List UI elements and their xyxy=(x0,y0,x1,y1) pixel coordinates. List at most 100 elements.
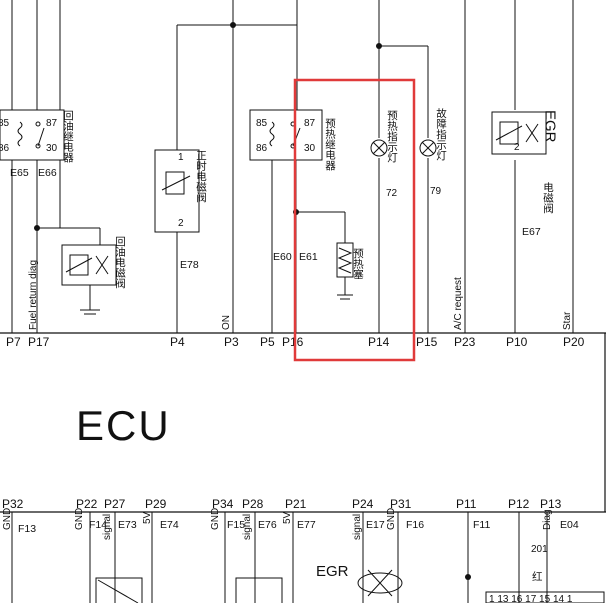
preheat-lamp xyxy=(370,139,388,157)
connector-box xyxy=(485,591,605,603)
label-signal-3: signal xyxy=(352,514,363,540)
pin-p10: P10 xyxy=(506,335,528,349)
fan-ellipse xyxy=(357,572,403,594)
highlight-box xyxy=(293,78,416,362)
conn-e67: E67 xyxy=(522,226,541,238)
conn-e76: E76 xyxy=(258,519,277,531)
junction-dot xyxy=(465,574,471,580)
label-gnd-3: GND xyxy=(210,508,221,530)
relay-left-pin85: 85 xyxy=(0,118,10,129)
label-fuel-return-diag: Fuel return diag xyxy=(28,260,39,330)
pin-p14: P14 xyxy=(368,335,390,349)
conn-f15: F15 xyxy=(227,519,245,531)
ecu-label: ECU xyxy=(76,402,171,449)
pin-p5: P5 xyxy=(260,335,275,349)
relay-left-pin30: 30 xyxy=(46,143,58,154)
pin-p23: P23 xyxy=(454,335,476,349)
label-signal-1: signal xyxy=(102,514,113,540)
relay-mid-pin87: 87 xyxy=(304,118,316,129)
relay-left: 85 86 87 30 xyxy=(0,109,65,161)
relay-left-pin87: 87 xyxy=(46,118,58,129)
ecu-box xyxy=(0,332,606,513)
pin-p28: P28 xyxy=(242,497,264,511)
fan-symbol xyxy=(367,569,393,597)
preheat-plug xyxy=(336,242,354,300)
label-hong: 红 xyxy=(532,570,543,583)
pin-p7: P7 xyxy=(6,335,21,349)
conn-e04: E04 xyxy=(560,519,579,531)
conn-e61: E61 xyxy=(299,251,318,263)
fault-lamp-label: 故障指示灯 xyxy=(435,107,447,161)
conn-e78: E78 xyxy=(180,259,199,271)
junction-dot xyxy=(376,43,382,49)
label-diag: Diag xyxy=(542,509,553,530)
coil-pin-2: 2 xyxy=(178,218,184,229)
preheat-plug-label: 预热塞 xyxy=(352,248,364,280)
pin-p34: P34 xyxy=(212,497,234,511)
conn-e65: E65 xyxy=(10,167,29,179)
pin-p22: P22 xyxy=(76,497,98,511)
relay-mid: 85 86 87 30 xyxy=(249,109,323,161)
label-ac-request: A/C request xyxy=(453,277,464,330)
preheat-lamp-label: 预热指示灯 xyxy=(386,110,398,163)
pin-p13: P13 xyxy=(540,497,562,511)
relay-mid-name: 预热继电器 xyxy=(324,118,336,171)
lamp-num-79: 79 xyxy=(430,186,442,197)
egr-valve-label: 电磁阀 xyxy=(542,181,554,214)
coil-e78: 1 2 xyxy=(154,149,200,233)
relay-mid-pin85: 85 xyxy=(256,118,268,129)
conn-e17: E17 xyxy=(366,519,385,531)
coil-pin-1: 1 xyxy=(178,152,184,163)
conn-f16: F16 xyxy=(406,519,424,531)
egr-valve: 2 xyxy=(491,111,547,155)
pin-p15: P15 xyxy=(416,335,438,349)
bottom-wires xyxy=(11,512,548,603)
conn-e60: E60 xyxy=(273,251,292,263)
pin-p21: P21 xyxy=(285,497,307,511)
label-star: Star xyxy=(562,311,573,330)
conn-e77: E77 xyxy=(297,519,316,531)
relay-mid-pin30: 30 xyxy=(304,143,316,154)
lamp-num-72: 72 xyxy=(386,188,398,199)
pin-p29: P29 xyxy=(145,497,167,511)
label-gnd-1: GND xyxy=(2,508,13,530)
conn-e73: E73 xyxy=(118,519,137,531)
conn-f14: F14 xyxy=(89,519,107,531)
relay-left-name: 回油继电器 xyxy=(62,110,74,163)
pin-p12: P12 xyxy=(508,497,530,511)
label-5v-2: 5V xyxy=(282,511,293,524)
fuel-return-valve xyxy=(61,244,117,315)
pin-p3: P3 xyxy=(224,335,239,349)
junction-dot xyxy=(230,22,236,28)
pin-p11: P11 xyxy=(456,497,477,511)
fault-lamp xyxy=(419,139,437,157)
pin-p16: P16 xyxy=(282,335,304,349)
label-on: ON xyxy=(221,315,232,330)
egr-letters: EGR xyxy=(542,110,559,143)
top-wires xyxy=(11,0,574,333)
sensor-slash xyxy=(97,579,139,603)
egr-pin-2: 2 xyxy=(514,142,520,153)
fuel-valve-label: 正时电磁阀 xyxy=(195,150,207,203)
pin-p31: P31 xyxy=(390,497,412,511)
conn-e74: E74 xyxy=(160,519,179,531)
pin-p4: P4 xyxy=(170,335,185,349)
pin-p20: P20 xyxy=(563,335,585,349)
label-5v-1: 5V xyxy=(142,511,153,524)
conn-f13: F13 xyxy=(18,523,36,535)
label-gnd-2: GND xyxy=(74,508,85,530)
pin-p17: P17 xyxy=(28,335,50,349)
pin-p32: P32 xyxy=(2,497,24,511)
relay-mid-pin86: 86 xyxy=(256,143,268,154)
pin-p27: P27 xyxy=(104,497,126,511)
num-201: 201 xyxy=(531,544,548,555)
conn-e66: E66 xyxy=(38,167,57,179)
relay-left-pin86: 86 xyxy=(0,143,10,154)
junction-dot xyxy=(34,225,40,231)
egr-letter-e: EGR xyxy=(316,563,349,580)
sensor-box-2 xyxy=(235,577,283,603)
conn-f11: F11 xyxy=(473,519,490,531)
label-signal-2: signal xyxy=(242,514,253,540)
label-gnd-4: GND xyxy=(386,508,397,530)
